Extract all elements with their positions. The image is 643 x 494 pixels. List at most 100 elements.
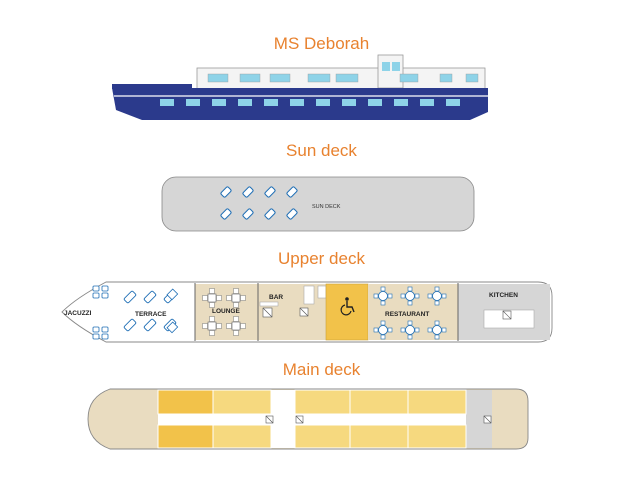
restaurant-chair: [434, 300, 440, 306]
corridor: [158, 414, 466, 425]
sun-deck-outline: [161, 176, 475, 232]
lounge-chair: [209, 288, 215, 294]
sun-lounger: [242, 186, 254, 198]
lounge-floor: [195, 284, 258, 340]
restaurant-chair: [427, 293, 433, 299]
upper-deck-plan: JACUZZI TERRACE LOUNGE BAR RESTAURANT KI…: [61, 281, 553, 343]
lounge-chair: [202, 295, 208, 301]
restaurant-label: RESTAURANT: [385, 311, 429, 318]
jacuzzi-chair: [101, 285, 109, 292]
main-deck-plan: [87, 388, 529, 450]
ship-porthole: [420, 99, 434, 106]
lounge-chair: [240, 295, 246, 301]
restaurant-chair: [387, 293, 393, 299]
terrace-label: TERRACE: [135, 311, 167, 318]
ship-porthole: [160, 99, 174, 106]
terrace-lounger: [143, 318, 157, 332]
restaurant-chair: [407, 320, 413, 326]
terrace-lounger: [123, 290, 137, 304]
accessible-toilet: [325, 283, 369, 341]
restaurant-chair: [380, 320, 386, 326]
terrace-lounger: [143, 290, 157, 304]
restaurant-chair: [407, 300, 413, 306]
cabin: [157, 389, 214, 415]
ship-porthole: [342, 99, 356, 106]
lounge-chair: [233, 302, 239, 308]
restaurant-chair: [414, 327, 420, 333]
restaurant-table: [405, 291, 415, 301]
jacuzzi-chair: [92, 333, 100, 340]
jacuzzi-chair: [92, 285, 100, 292]
restaurant-chair: [400, 327, 406, 333]
lounge-table: [207, 321, 217, 331]
restaurant-chair: [380, 334, 386, 340]
ship-window: [239, 73, 261, 83]
kitchen-label: KITCHEN: [489, 292, 518, 299]
restaurant-table: [405, 325, 415, 335]
ship-porthole: [290, 99, 304, 106]
ship-porthole: [264, 99, 278, 106]
lounge-chair: [209, 316, 215, 322]
bar-shelf: [303, 285, 315, 305]
sun-deck-plan: SUN DECK: [161, 176, 475, 232]
cabin: [349, 389, 409, 415]
restaurant-chair: [373, 293, 379, 299]
restaurant-chair: [407, 286, 413, 292]
ship-porthole: [238, 99, 252, 106]
restaurant-chair: [434, 334, 440, 340]
lounge-chair: [209, 302, 215, 308]
ship-porthole: [212, 99, 226, 106]
jacuzzi-label: JACUZZI: [64, 310, 92, 317]
bar-shelf: [317, 285, 327, 299]
ship-porthole: [446, 99, 460, 106]
sun-lounger: [264, 186, 276, 198]
wheelchair-icon: [340, 297, 355, 316]
restaurant-chair: [414, 293, 420, 299]
restaurant-chair: [441, 293, 447, 299]
lounge-chair: [216, 295, 222, 301]
restaurant-chair: [434, 320, 440, 326]
main-deck-heading: Main deck: [282, 360, 361, 379]
ship-window: [439, 73, 453, 83]
sun-lounger: [286, 208, 298, 220]
ship-wheelhouse-window: [382, 62, 390, 71]
lounge-chair: [233, 330, 239, 336]
jacuzzi-chair: [92, 326, 100, 333]
ship-porthole: [394, 99, 408, 106]
lounge-chair: [240, 323, 246, 329]
sun-lounger: [286, 186, 298, 198]
cabin: [212, 389, 272, 415]
ship-title: MS Deborah: [273, 34, 370, 53]
sun-lounger: [220, 186, 232, 198]
lounge-chair: [233, 316, 239, 322]
lounge-table: [207, 293, 217, 303]
restaurant-chair: [373, 327, 379, 333]
restaurant-chair: [434, 286, 440, 292]
ship-window: [269, 73, 291, 83]
sun-lounger: [264, 208, 276, 220]
restaurant-chair: [380, 286, 386, 292]
lounge-table: [231, 293, 241, 303]
lounge-chair: [202, 323, 208, 329]
ship-window: [399, 73, 419, 83]
jacuzzi-chair: [92, 292, 100, 299]
cabin: [212, 424, 272, 449]
ship-wheelhouse: [377, 54, 404, 89]
upper-deck-heading: Upper deck: [278, 249, 365, 268]
ship-bow-rail: [112, 84, 192, 89]
jacuzzi-chair: [101, 333, 109, 340]
ship-window: [335, 73, 359, 83]
sun-deck-label: SUN DECK: [312, 204, 341, 210]
cabin: [294, 389, 351, 415]
ship-porthole: [316, 99, 330, 106]
restaurant-chair: [380, 300, 386, 306]
terrace-lounger: [166, 288, 179, 301]
restaurant-chair: [427, 327, 433, 333]
ship-window: [207, 73, 229, 83]
ship-illustration: [112, 54, 488, 120]
restaurant-chair: [387, 327, 393, 333]
lounge-chair: [226, 295, 232, 301]
cabin: [157, 424, 214, 449]
restaurant-table: [378, 291, 388, 301]
